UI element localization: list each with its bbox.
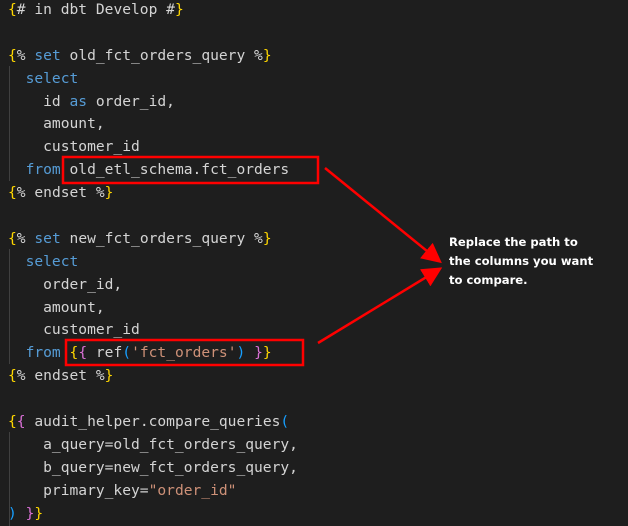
code-token: } — [262, 344, 272, 362]
code-line: from {{ ref('fct_orders') }} — [8, 342, 298, 365]
code-token: audit_helper.compare_queries — [25, 413, 281, 431]
indent-guide — [9, 66, 10, 181]
code-token: primary_key= — [8, 481, 149, 499]
code-token: } — [34, 504, 44, 522]
code-token: order_id, — [95, 92, 175, 110]
code-token: } — [104, 367, 114, 385]
code-token: amount, — [8, 115, 105, 133]
indent-guide — [9, 432, 10, 526]
code-token: } — [262, 46, 272, 64]
code-token: old_fct_orders_query % — [69, 46, 263, 64]
code-line: {% set old_fct_orders_query %} — [8, 45, 298, 68]
code-editor[interactable]: {# in dbt Develop #} {% set old_fct_orde… — [8, 0, 298, 525]
code-token: customer_id — [8, 138, 140, 156]
code-token: } — [25, 504, 35, 522]
indent-guide — [9, 249, 10, 364]
code-line: b_query=new_fct_orders_query, — [8, 457, 298, 480]
code-token: % — [16, 46, 35, 64]
code-line: amount, — [8, 297, 298, 320]
code-token: set — [34, 46, 70, 64]
code-token: set — [34, 229, 70, 247]
arrow-from-new-ref — [317, 267, 443, 345]
code-line: {{ audit_helper.compare_queries( — [8, 411, 298, 434]
code-token: from — [8, 161, 70, 179]
code-token: { — [8, 413, 17, 431]
code-token: } — [254, 344, 263, 362]
code-token: % endset % — [16, 367, 105, 385]
code-token: b_query=new_fct_orders_query, — [8, 458, 298, 476]
code-line: a_query=old_fct_orders_query, — [8, 434, 298, 457]
code-token: a_query=old_fct_orders_query, — [8, 435, 298, 453]
code-line: select — [8, 68, 298, 91]
highlight-box-old-path — [61, 155, 320, 185]
code-line: {% endset %} — [8, 182, 298, 205]
code-token: { — [8, 184, 17, 202]
code-line: id as order_id, — [8, 91, 298, 114]
code-line: {% set new_fct_orders_query %} — [8, 228, 298, 251]
code-line: {# in dbt Develop #} — [8, 0, 298, 22]
code-token: id — [8, 92, 70, 110]
code-token: { — [8, 367, 17, 385]
code-token: customer_id — [8, 321, 140, 339]
code-line: primary_key="order_id" — [8, 480, 298, 503]
code-token: { — [16, 413, 26, 431]
code-line: customer_id — [8, 136, 298, 159]
code-token: { — [8, 46, 17, 64]
code-token: # in dbt Develop # — [16, 1, 175, 18]
code-line: ) }} — [8, 503, 298, 526]
code-token: % — [16, 229, 35, 247]
annotation-note: Replace the path to the columns you want… — [449, 233, 593, 290]
code-token: ) — [236, 344, 246, 362]
annotation-line: the columns you want — [449, 254, 594, 268]
highlight-box-new-ref — [64, 338, 305, 367]
code-token: % endset % — [16, 184, 105, 202]
code-token: order_id, — [8, 275, 123, 293]
code-token: { — [8, 1, 17, 18]
code-token: } — [174, 1, 184, 18]
code-token: "order_id" — [148, 481, 237, 499]
code-token: new_fct_orders_query % — [69, 229, 263, 247]
code-token: } — [262, 229, 272, 247]
code-line: {% endset %} — [8, 365, 298, 388]
code-line: select — [8, 251, 298, 274]
code-token: } — [104, 184, 114, 202]
code-token: 'fct_orders' — [131, 344, 237, 362]
code-line: from old_etl_schema.fct_orders — [8, 159, 298, 182]
code-token: select — [8, 252, 79, 270]
annotation-line: to compare. — [449, 273, 528, 287]
code-line: amount, — [8, 113, 298, 136]
code-token: ( — [122, 344, 132, 362]
code-token: old_etl_schema.fct_orders — [69, 161, 290, 179]
code-line: order_id, — [8, 274, 298, 297]
code-token: select — [8, 69, 79, 87]
code-token: ) — [8, 504, 17, 522]
code-token: { — [69, 344, 79, 362]
code-line: customer_id — [8, 319, 298, 342]
code-token: ref — [87, 344, 123, 362]
annotation-line: Replace the path to — [449, 235, 578, 249]
code-token: as — [69, 92, 96, 110]
arrow-from-old-path — [324, 167, 442, 264]
code-token: from — [8, 344, 70, 362]
code-token: { — [78, 344, 88, 362]
code-token: amount, — [8, 298, 105, 316]
code-token: ( — [280, 413, 290, 431]
code-token: { — [8, 229, 17, 247]
